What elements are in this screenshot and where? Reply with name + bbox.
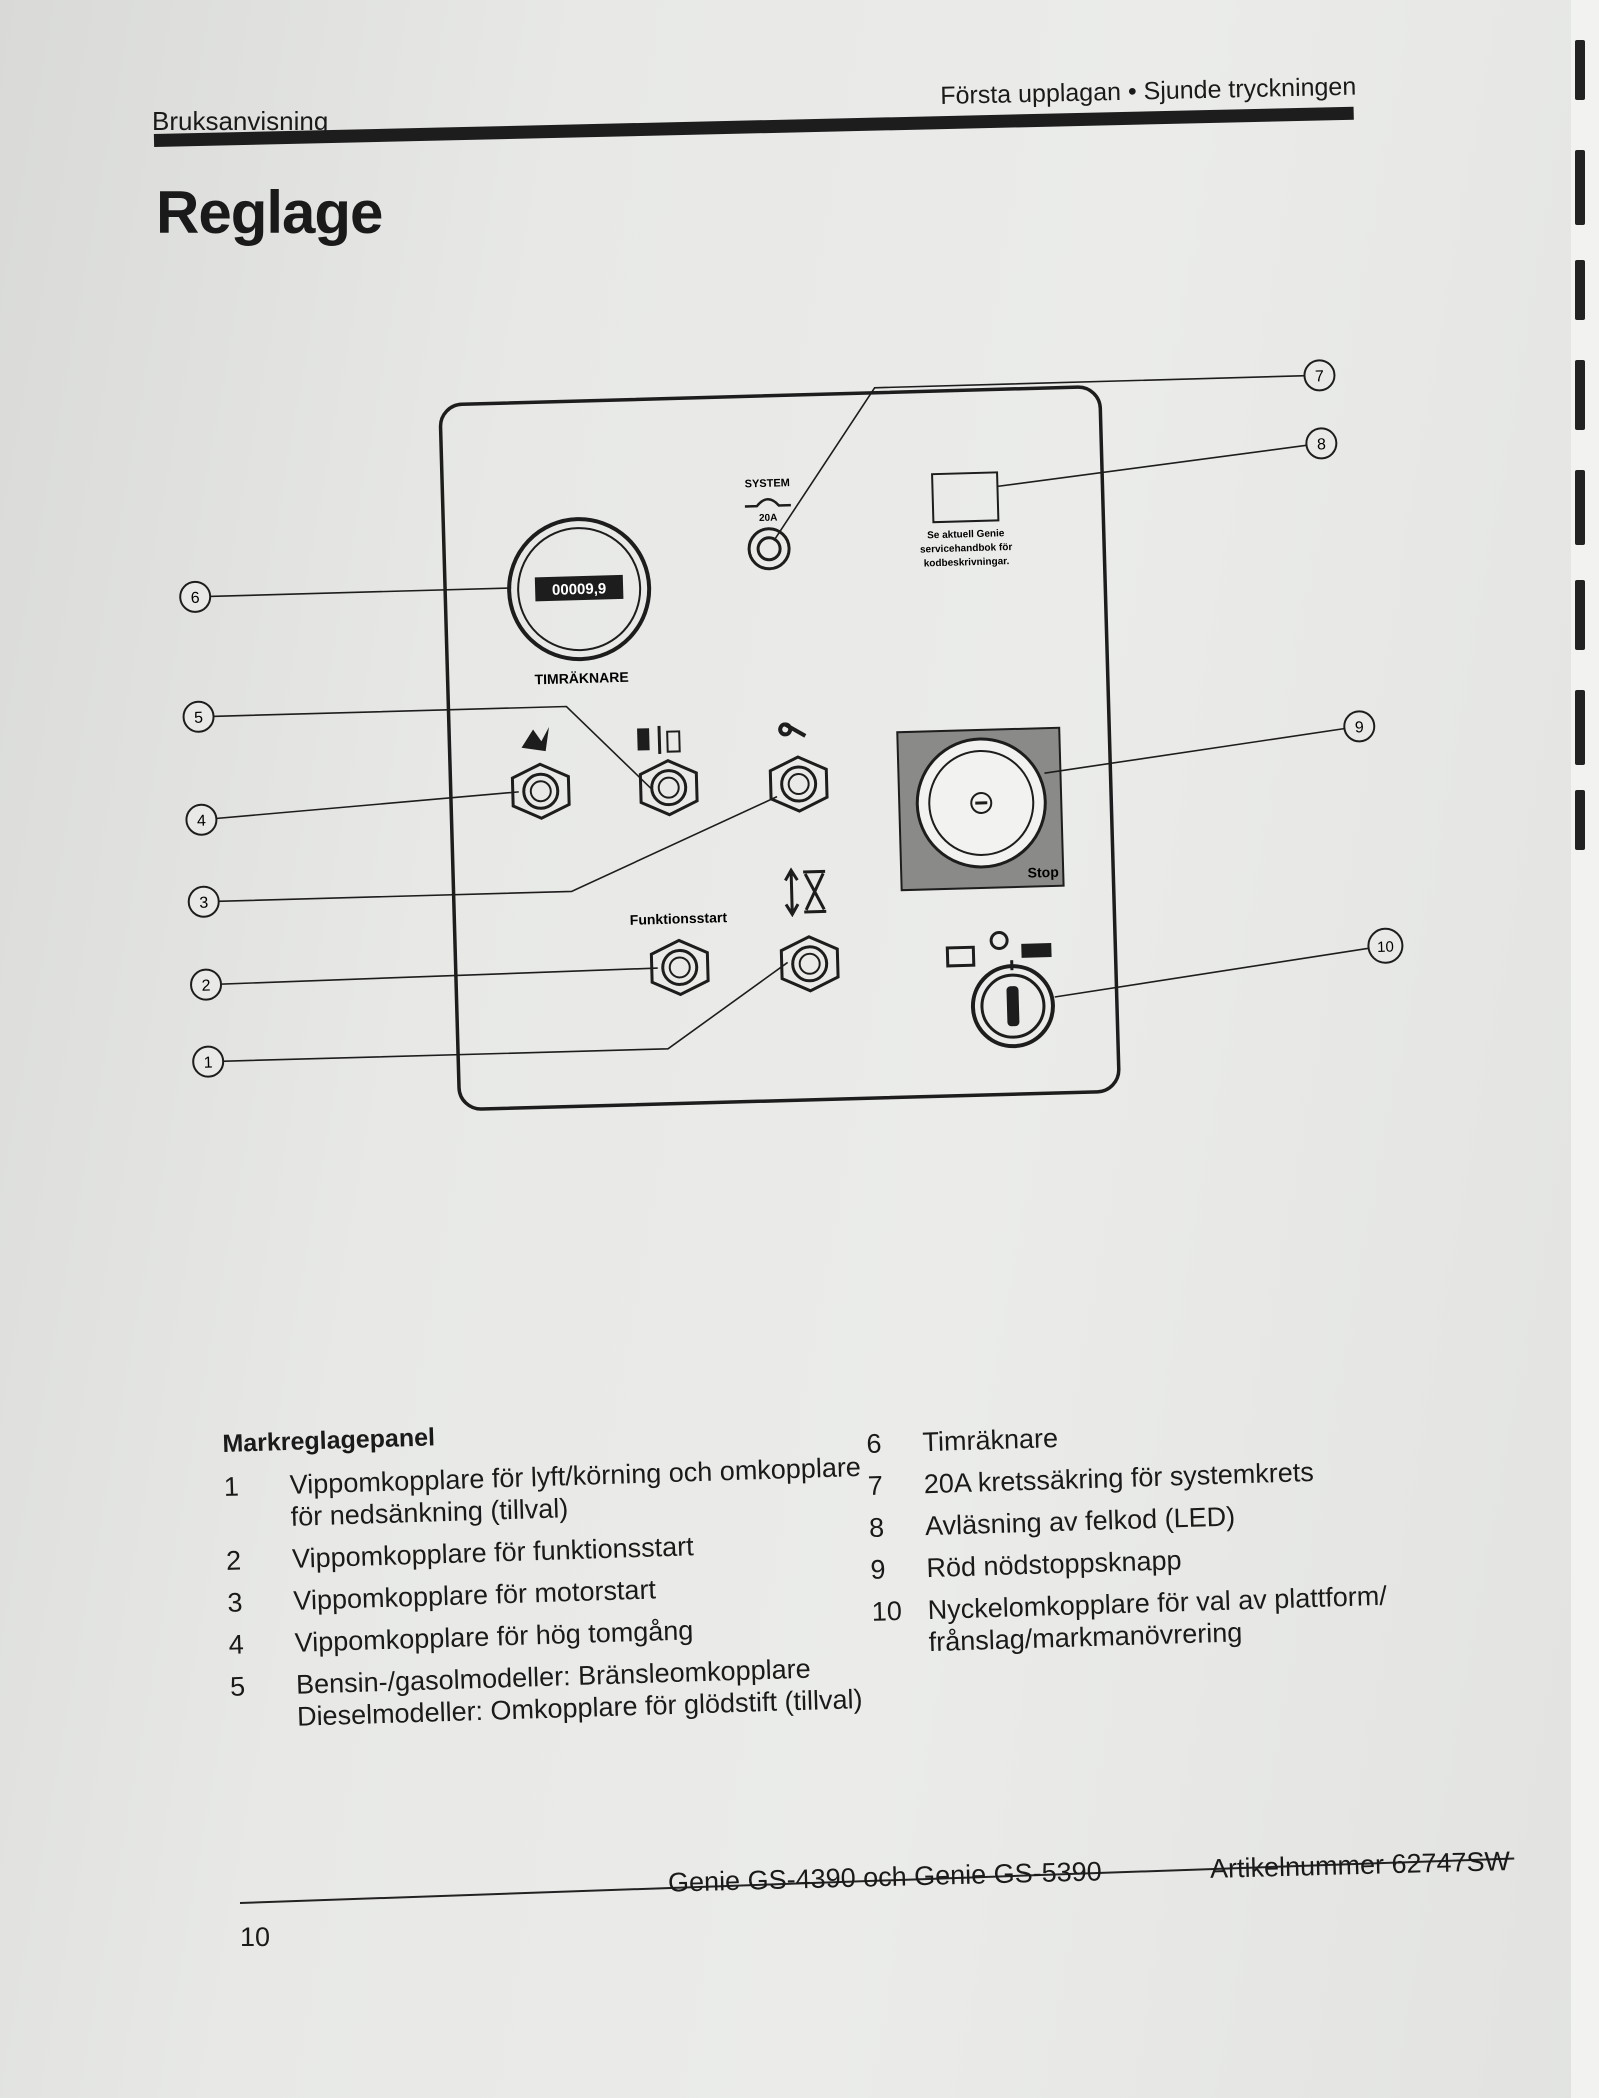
scissor-icon — [803, 869, 827, 914]
legend-item-number: 9 — [869, 1554, 886, 1585]
svg-text:2: 2 — [201, 978, 210, 995]
fuel-glow-plug-switch — [637, 725, 699, 817]
power-off-icon — [989, 931, 1009, 951]
legend-item-number: 7 — [867, 1470, 884, 1501]
led-note-line-1: Se aktuell Genie — [927, 528, 1005, 541]
legend-item-text: Röd nödstoppsknapp — [925, 1545, 1182, 1584]
legend-item-number: 1 — [223, 1471, 240, 1502]
legend-item-1: 1 Vippomkopplare för lyft/körning och om… — [223, 1450, 885, 1535]
svg-text:7: 7 — [1315, 368, 1324, 385]
callout-9: 9 — [1343, 710, 1376, 743]
legend-item-5: 5 Bensin-/gasolmodeller: Bränsleomkoppla… — [230, 1650, 892, 1735]
led-note-line-3: kodbeskrivningar. — [924, 556, 1010, 569]
svg-text:9: 9 — [1355, 719, 1364, 736]
legend-item-text: Vippomkopplare för funktionsstart — [291, 1531, 695, 1574]
ground-machine-icon — [1021, 943, 1052, 958]
lift-drive-icon — [784, 867, 800, 918]
legend-right-column: 6 Timräknare 7 20A kretssäkring för syst… — [866, 1410, 1433, 1669]
emergency-stop-button: Stop — [896, 726, 1065, 892]
legend-left-column: Markreglagepanel 1 Vippomkopplare för ly… — [222, 1409, 892, 1745]
legend-item-number: 6 — [866, 1428, 882, 1459]
engine-start-switch — [768, 722, 829, 813]
high-idle-switch — [510, 726, 571, 820]
fuse-icon — [744, 498, 791, 508]
fault-code-led: Se aktuell Genie servicehandbok för kodb… — [920, 471, 1013, 569]
page-title: Reglage — [156, 179, 383, 246]
hour-meter-label: TIMRÄKNARE — [534, 669, 629, 688]
fuse-label: 20A — [759, 513, 778, 525]
key-selector-switch — [945, 931, 1055, 1049]
panel-outline — [438, 385, 1121, 1111]
function-start-label: Funktionsstart — [630, 909, 728, 928]
binding-edge — [1571, 0, 1599, 2098]
hour-meter: 00009,9 — [507, 517, 652, 662]
key-icon — [778, 722, 807, 738]
legend-item-number: 10 — [871, 1595, 903, 1627]
rabbit-icon — [521, 726, 549, 752]
hour-meter-reading: 00009,9 — [552, 580, 607, 599]
svg-text:1: 1 — [204, 1055, 213, 1072]
legend-item-text: 20A kretssäkring för systemkrets — [923, 1456, 1315, 1500]
legend-item-text: Nyckelomkopplare för val av plattform/ f… — [927, 1580, 1388, 1658]
page-number: 10 — [240, 1922, 271, 1952]
callout-6: 6 — [179, 580, 212, 613]
callout-2: 2 — [190, 968, 223, 1001]
svg-text:8: 8 — [1317, 436, 1326, 453]
legend-item-text: Vippomkopplare för lyft/körning och omko… — [289, 1451, 862, 1532]
legend-item-9: 9 Röd nödstoppsknapp — [870, 1536, 1431, 1586]
callout-4: 4 — [185, 803, 218, 836]
lift-drive-switch — [779, 867, 840, 993]
function-start-switch: Funktionsstart — [630, 909, 728, 997]
platform-icon — [945, 945, 976, 968]
svg-text:3: 3 — [199, 895, 208, 912]
legend-item-number: 2 — [225, 1545, 242, 1576]
legend-item-text: Avläsning av felkod (LED) — [924, 1501, 1236, 1542]
legend-item-text: Vippomkopplare för hög tomgång — [294, 1615, 694, 1658]
legend-item-7: 7 20A kretssäkring för systemkrets — [867, 1452, 1428, 1502]
callout-1: 1 — [192, 1045, 225, 1078]
stop-label: Stop — [1027, 864, 1059, 881]
callout-7: 7 — [1303, 359, 1336, 392]
fuel-pump-icon — [637, 728, 650, 751]
callout-5: 5 — [182, 700, 215, 733]
legend-item-number: 5 — [229, 1671, 246, 1702]
system-label: SYSTEM — [744, 477, 790, 490]
svg-text:5: 5 — [194, 710, 203, 727]
callout-3: 3 — [187, 885, 220, 918]
legend-item-number: 8 — [868, 1512, 885, 1543]
led-note-line-2: servicehandbok för — [920, 542, 1013, 556]
svg-text:4: 4 — [197, 813, 206, 830]
legend-item-text: Vippomkopplare för motorstart — [292, 1574, 657, 1616]
gas-cylinder-icon — [666, 730, 681, 753]
system-fuse: SYSTEM 20A — [744, 477, 791, 571]
legend-item-number: 4 — [228, 1629, 245, 1660]
legend-item-8: 8 Avläsning av felkod (LED) — [869, 1494, 1430, 1544]
callout-8: 8 — [1305, 427, 1338, 460]
svg-text:6: 6 — [191, 590, 200, 607]
legend-item-number: 3 — [226, 1587, 243, 1618]
svg-text:10: 10 — [1377, 938, 1394, 955]
callout-leaders — [195, 374, 1386, 1063]
legend-item-10: 10 Nyckelomkopplare för val av plattform… — [871, 1578, 1433, 1660]
legend-item-text: Bensin-/gasolmodeller: Bränsleomkopplare… — [295, 1653, 863, 1732]
callout-10: 10 — [1367, 927, 1404, 964]
